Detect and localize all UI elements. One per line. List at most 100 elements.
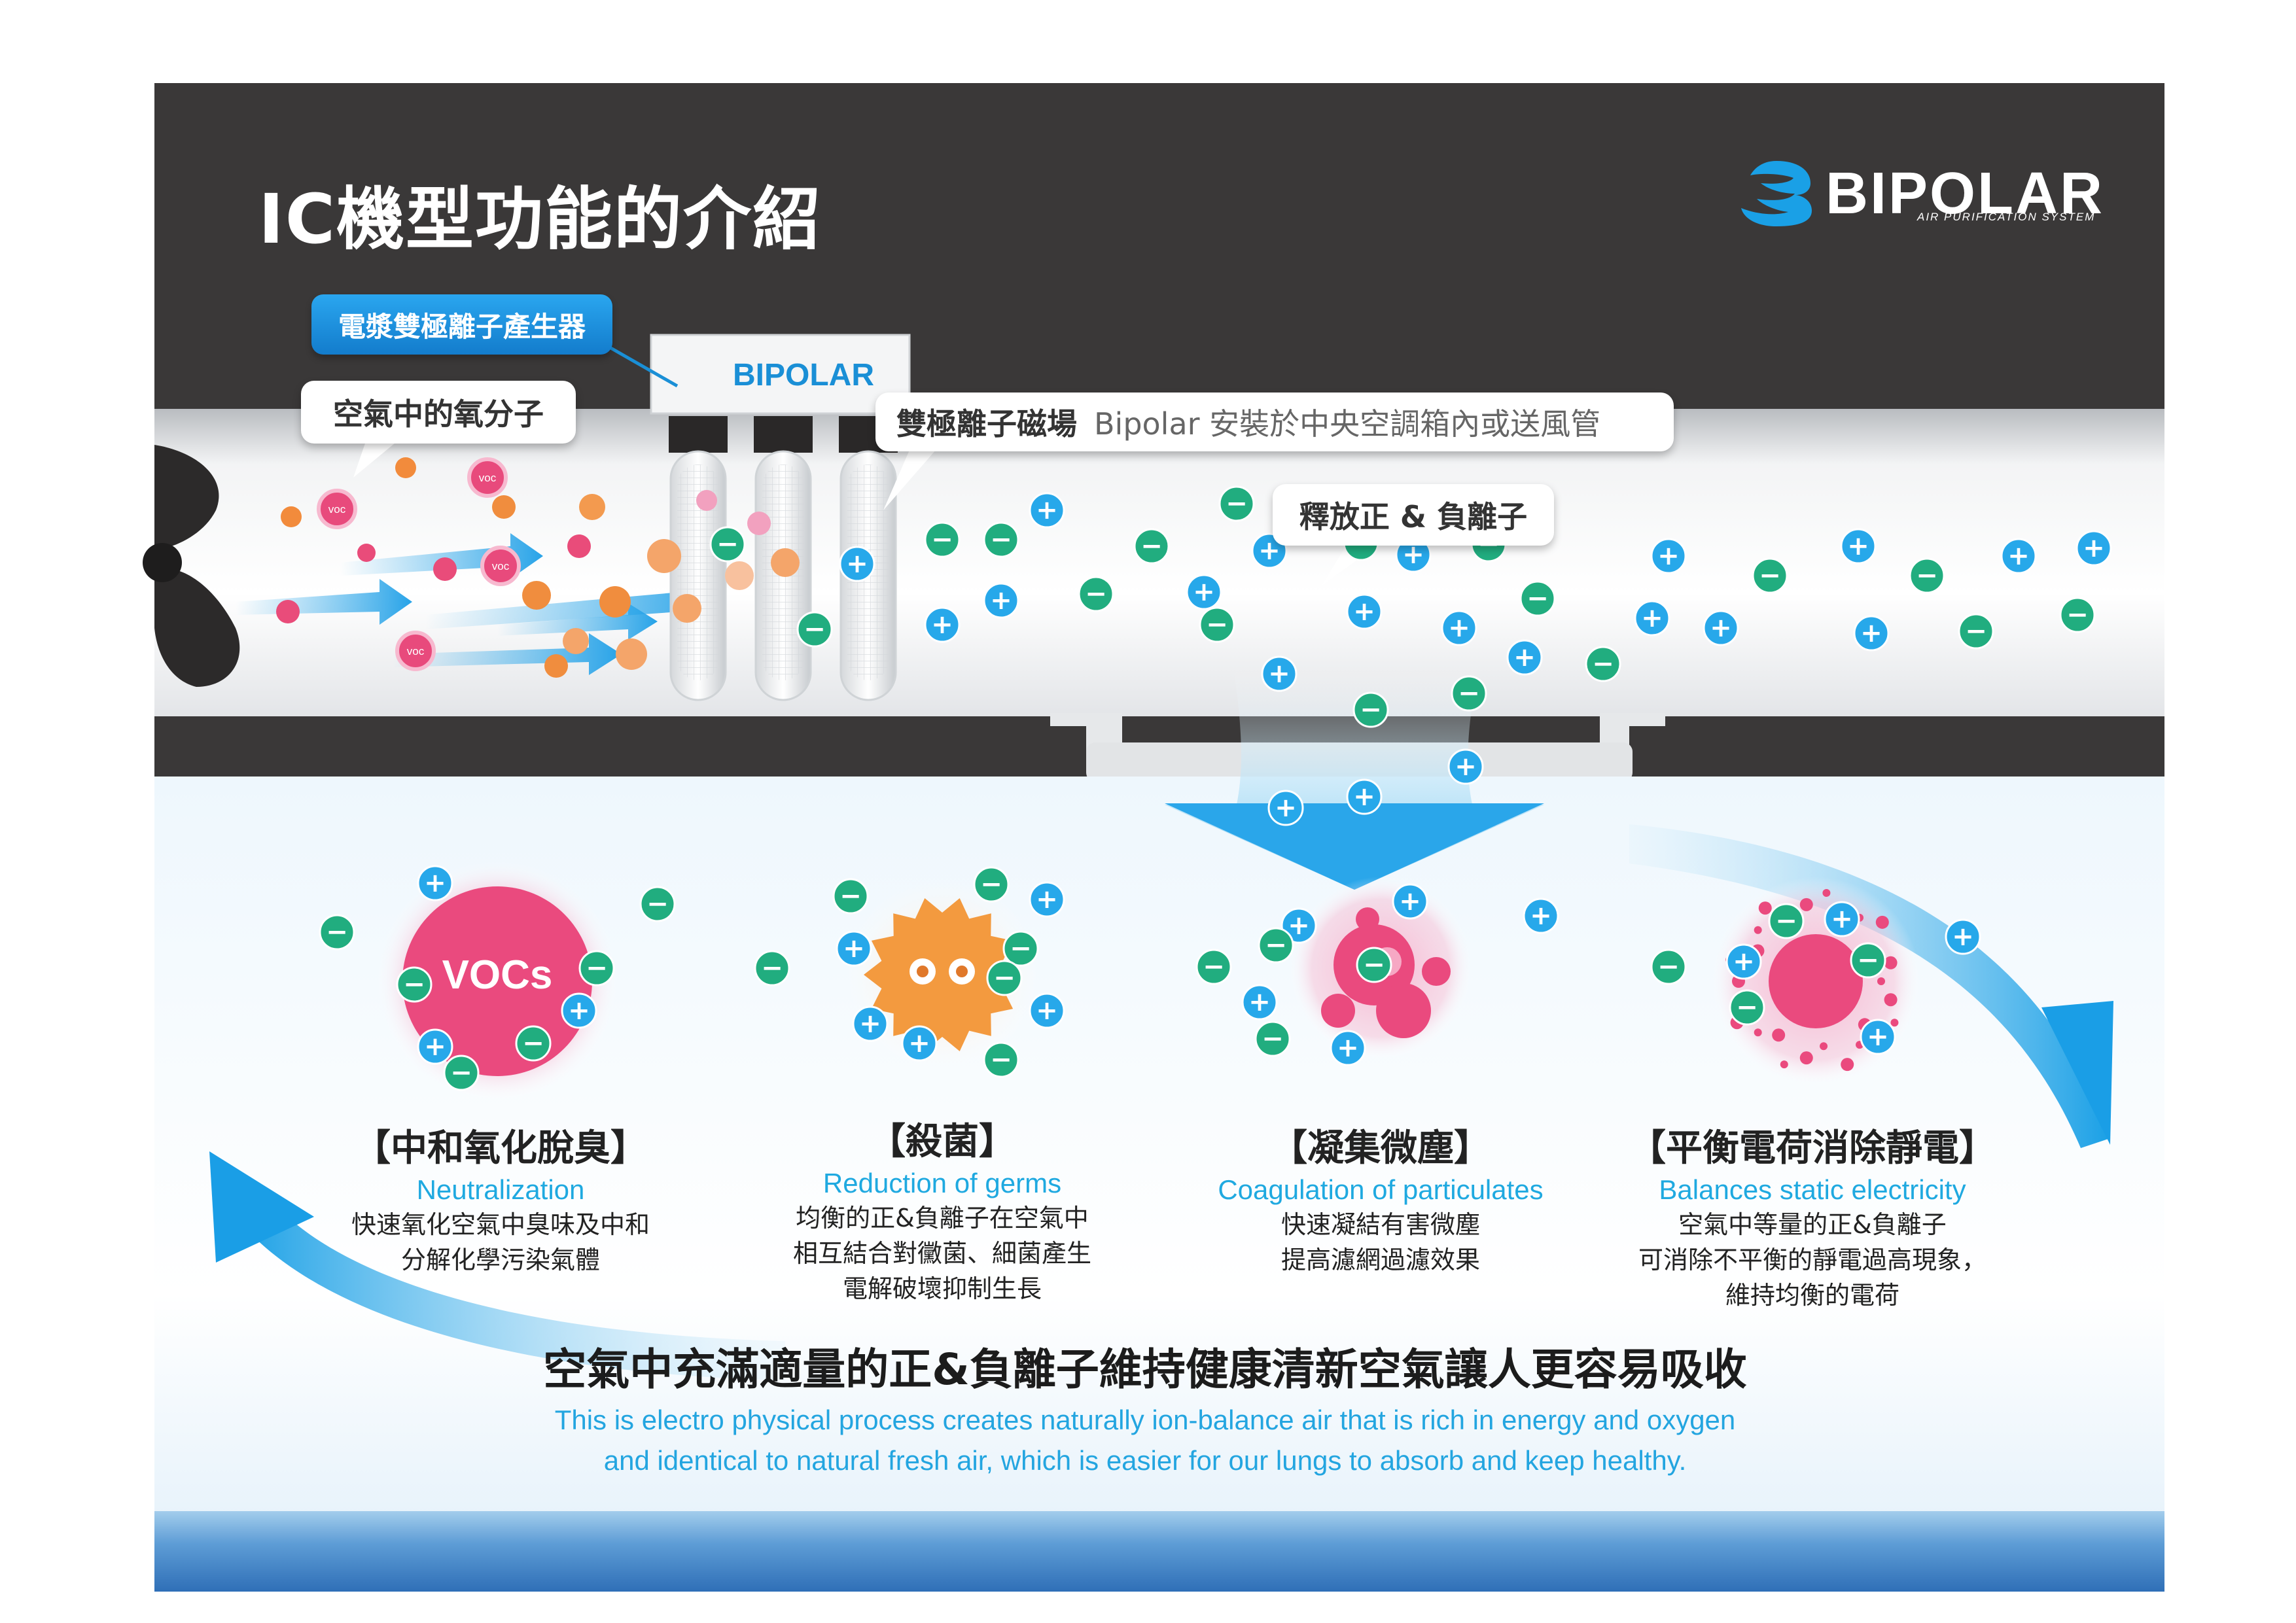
negative-ion-icon: −	[443, 1055, 480, 1091]
negative-ion-icon-sign: −	[1085, 579, 1107, 609]
negative-ion-icon: −	[1258, 927, 1294, 964]
spark-dot	[1884, 956, 1898, 969]
negative-ion-icon: −	[986, 960, 1023, 996]
summary-english: This is electro physical process creates…	[393, 1400, 1898, 1481]
positive-ion-icon-sign: +	[1733, 947, 1755, 977]
function-desc-line: 電解破壞抑制生長	[842, 1274, 1042, 1303]
negative-ion-icon-sign: −	[646, 889, 669, 919]
positive-ion-icon: +	[901, 1025, 938, 1062]
positive-ion-icon: +	[852, 1005, 889, 1042]
negative-ion-icon-sign: −	[403, 969, 425, 1000]
positive-ion-icon-sign: +	[1831, 904, 1853, 934]
positive-ion-icon: +	[1860, 1019, 1896, 1055]
positive-ion-icon-sign: +	[424, 868, 446, 898]
positive-ion-icon: +	[417, 1028, 453, 1065]
generator-label: 電漿雙極離子產生器	[311, 294, 612, 355]
function-desc-line: 提高濾網過濾效果	[1280, 1246, 1480, 1274]
generator-brand: BIPOLAR	[733, 358, 874, 393]
pollutant-dot	[433, 557, 457, 581]
positive-ion-icon: +	[1267, 790, 1304, 826]
negative-ion-icon: −	[973, 866, 1010, 903]
function-sterilization: 【殺菌】 Reduction of germs 均衡的正&負離子在空氣中 相互結…	[746, 1112, 1139, 1306]
positive-ion-icon-sign: +	[1455, 752, 1477, 782]
ion-field-callout: 雙極離子磁場 Bipolar 安裝於中央空調箱內或送風管	[875, 393, 1674, 451]
pollutant-dot	[563, 628, 589, 654]
positive-ion-icon: +	[561, 992, 597, 1029]
function-title: 【殺菌】	[869, 1121, 1016, 1163]
pollutant-dot	[579, 494, 605, 520]
positive-ion-icon: +	[1441, 610, 1477, 646]
spark-dot	[1822, 888, 1831, 897]
function-desc-line: 快速凝結有害微塵	[1280, 1210, 1480, 1239]
negative-ion-icon: −	[1650, 949, 1687, 985]
brand-tagline: AIR PURIFICATION SYSTEM	[1917, 211, 2096, 223]
negative-ion-icon-sign: −	[1592, 649, 1614, 679]
positive-ion-icon: +	[1824, 901, 1860, 937]
negative-ion-icon-sign: −	[1363, 950, 1385, 980]
negative-ion-icon-sign: −	[1527, 584, 1549, 614]
summary-line: This is electro physical process creates…	[554, 1405, 1736, 1435]
negative-ion-icon-sign: −	[1010, 934, 1032, 964]
voc-tag: voc	[407, 645, 425, 657]
positive-ion-icon-sign: +	[1952, 922, 1974, 952]
negative-ion-icon-sign: −	[931, 525, 953, 555]
function-subtitle: Coagulation of particulates	[1218, 1174, 1544, 1205]
positive-ion-icon: +	[1725, 943, 1762, 980]
pollutant-dot	[276, 600, 300, 623]
negative-ion-icon: −	[1199, 606, 1235, 643]
pollutant-dot	[725, 561, 754, 590]
negative-ion-icon: −	[1729, 989, 1765, 1026]
negative-ion-icon-sign: −	[1458, 678, 1480, 708]
positive-ion-icon-sign: +	[2007, 541, 2030, 571]
pollutant-dot	[281, 506, 302, 527]
spark-dot	[1758, 901, 1772, 915]
negative-ion-icon-sign: −	[1360, 695, 1382, 725]
function-neutralization: 【中和氧化脫臭】 Neutralization 快速氧化空氣中臭味及中和 分解化…	[304, 1119, 697, 1278]
function-subtitle: Neutralization	[416, 1174, 585, 1205]
pollutant-dot	[747, 512, 771, 535]
positive-ion-icon-sign: +	[1710, 613, 1732, 643]
negative-ion-icon-sign: −	[1265, 930, 1287, 960]
pollutant-dot	[673, 594, 701, 623]
positive-ion-icon-sign: +	[2083, 533, 2105, 563]
spark-dot	[1877, 977, 1885, 985]
positive-ion-icon: +	[1523, 898, 1559, 934]
positive-ion-icon-sign: +	[568, 996, 590, 1026]
positive-ion-icon-sign: +	[990, 585, 1012, 616]
spark-dot	[1841, 1058, 1854, 1072]
positive-ion-icon: +	[1261, 655, 1298, 692]
negative-ion-icon: −	[2059, 597, 2096, 633]
voc-molecule-icon: voc	[317, 489, 357, 529]
positive-ion-icon-sign: +	[1448, 613, 1470, 643]
pollutant-dot	[492, 495, 516, 519]
positive-ion-icon-sign: +	[1248, 987, 1271, 1017]
negative-ion-icon-sign: −	[839, 881, 862, 911]
positive-ion-icon: +	[983, 582, 1019, 619]
ion-field-title: 雙極離子磁場	[896, 406, 1077, 442]
negative-ion-icon: −	[983, 1041, 1019, 1078]
positive-ion-icon: +	[1029, 992, 1065, 1029]
positive-ion-icon-sign: +	[1353, 782, 1375, 812]
negative-ion-icon-sign: −	[1226, 489, 1248, 519]
pollutant-dot	[544, 654, 568, 678]
negative-ion-icon: −	[515, 1025, 552, 1062]
spark-dot	[1799, 898, 1813, 911]
negative-ion-icon: −	[1195, 949, 1232, 985]
positive-ion-icon: +	[1346, 593, 1383, 630]
negative-ion-icon-sign: −	[1203, 952, 1225, 982]
positive-ion-icon-sign: +	[1513, 642, 1536, 672]
positive-ion-icon-sign: +	[1530, 901, 1552, 931]
positive-ion-icon-sign: +	[1275, 793, 1297, 823]
voc-illustration	[376, 860, 618, 1102]
negative-ion-icon: −	[578, 950, 615, 986]
positive-ion-icon: +	[1840, 528, 1877, 565]
spark-dot	[1890, 1019, 1899, 1027]
pollutant-dot	[616, 638, 647, 670]
positive-ion-icon: +	[1186, 574, 1222, 610]
function-desc-line: 相互結合對黴菌、細菌產生	[792, 1239, 1091, 1268]
positive-ion-icon: +	[1330, 1030, 1366, 1066]
positive-ion-icon-sign: +	[1353, 597, 1375, 627]
positive-ion-icon-sign: +	[1036, 996, 1058, 1026]
negative-ion-icon-sign: −	[326, 917, 348, 947]
